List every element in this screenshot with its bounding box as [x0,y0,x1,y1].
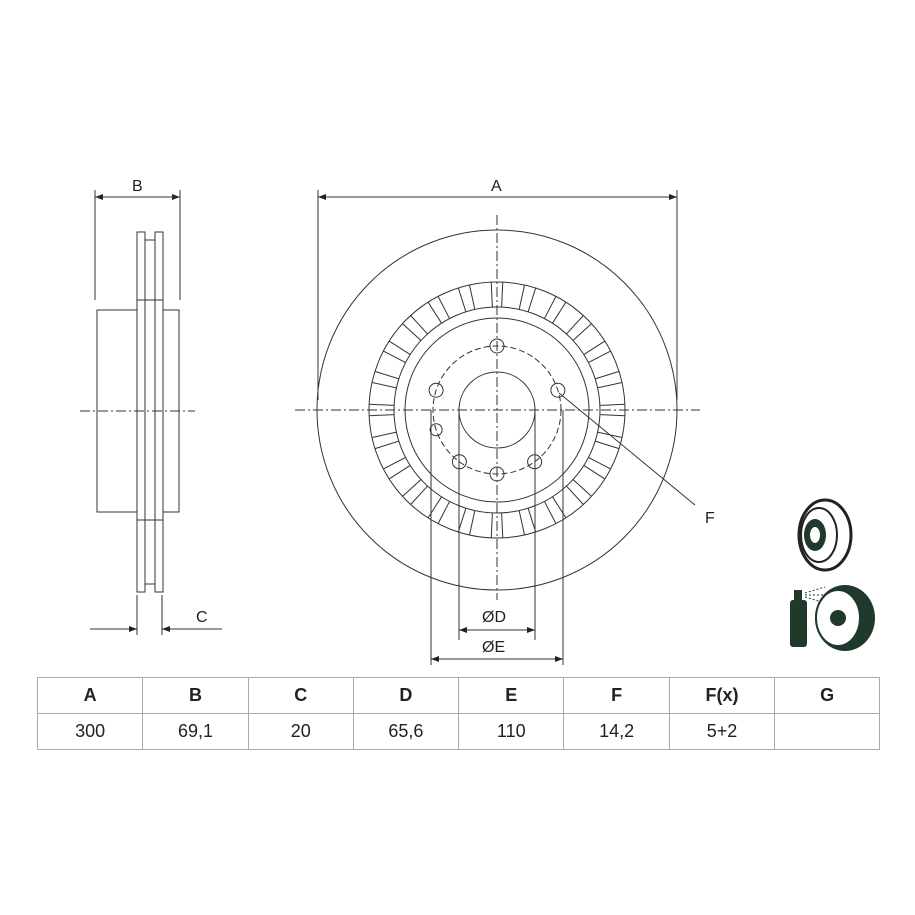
vent-line [374,440,399,450]
vent-line [588,456,611,470]
vent-line [402,323,422,341]
vent-line [490,282,493,308]
vent-line [468,284,476,310]
value-cell: 65,6 [352,713,460,750]
value-cell: 20 [247,713,354,750]
vent-line [371,381,397,389]
vent-line [388,340,411,355]
header-cell: F(x) [668,677,776,714]
vent-line [566,485,584,505]
value-cell: 300 [36,713,144,750]
value-cell: 69,1 [142,713,249,750]
vent-line [501,282,504,308]
vent-line [552,496,567,519]
label-f: F [705,510,715,527]
table-row: 300 69,1 20 65,6 110 14,2 5+2 [36,713,880,750]
header-cell: F [563,677,670,714]
dimensions-table: A B C D E F F(x) G 300 69,1 20 65,6 110 … [36,677,880,750]
disc-cleaning-spray-icon [790,585,875,651]
vent-line [595,370,620,380]
header-cell: C [247,677,354,714]
value-cell: 5+2 [668,713,776,750]
side-view [80,190,222,635]
vent-line [383,456,406,470]
label-e: ØE [482,639,505,656]
label-b: B [132,178,143,195]
vent-line [410,315,428,335]
bolt-hole [428,382,444,398]
bolt-hole [489,338,505,354]
vent-line [427,496,442,519]
label-c: C [196,609,208,626]
header-cell: G [774,677,880,714]
label-a: A [491,178,502,195]
vent-line [437,296,451,319]
vent-line [501,512,504,538]
vent-line [518,284,526,310]
table-header-row: A B C D E F F(x) G [36,677,880,714]
vent-line [583,465,606,480]
vent-line [572,479,592,497]
header-cell: B [142,677,249,714]
label-d: ØD [482,609,506,626]
vent-line [566,315,584,335]
vent-line [383,350,406,364]
vent-line [369,414,395,417]
header-cell: E [458,677,565,714]
vent-line [518,510,526,536]
vent-line [599,403,625,406]
value-cell: 110 [458,713,565,750]
vent-line [374,370,399,380]
bolt-hole [550,382,566,398]
vent-line [369,403,395,406]
value-cell [774,713,880,750]
vent-line [371,431,397,439]
bolt-hole [429,423,443,437]
vent-line [457,287,467,312]
vent-line [583,340,606,355]
drawing: B C A F ØD ØE [80,178,875,665]
vent-line [457,508,467,533]
vent-line [543,501,557,524]
vent-line [437,501,451,524]
front-view [295,190,700,665]
vent-line [588,350,611,364]
vent-line [427,301,442,324]
vented-disc-icon [797,498,853,572]
vent-line [410,485,428,505]
vent-line [552,301,567,324]
header-cell: D [352,677,460,714]
header-cell: A [36,677,144,714]
value-cell: 14,2 [563,713,670,750]
vent-line [388,465,411,480]
vent-line [599,414,625,417]
vent-line [527,508,537,533]
vent-line [597,381,623,389]
vent-line [572,323,592,341]
vent-line [595,440,620,450]
vent-line [543,296,557,319]
vent-line [527,287,537,312]
vent-line [402,479,422,497]
vent-line [490,512,493,538]
vent-line [468,510,476,536]
